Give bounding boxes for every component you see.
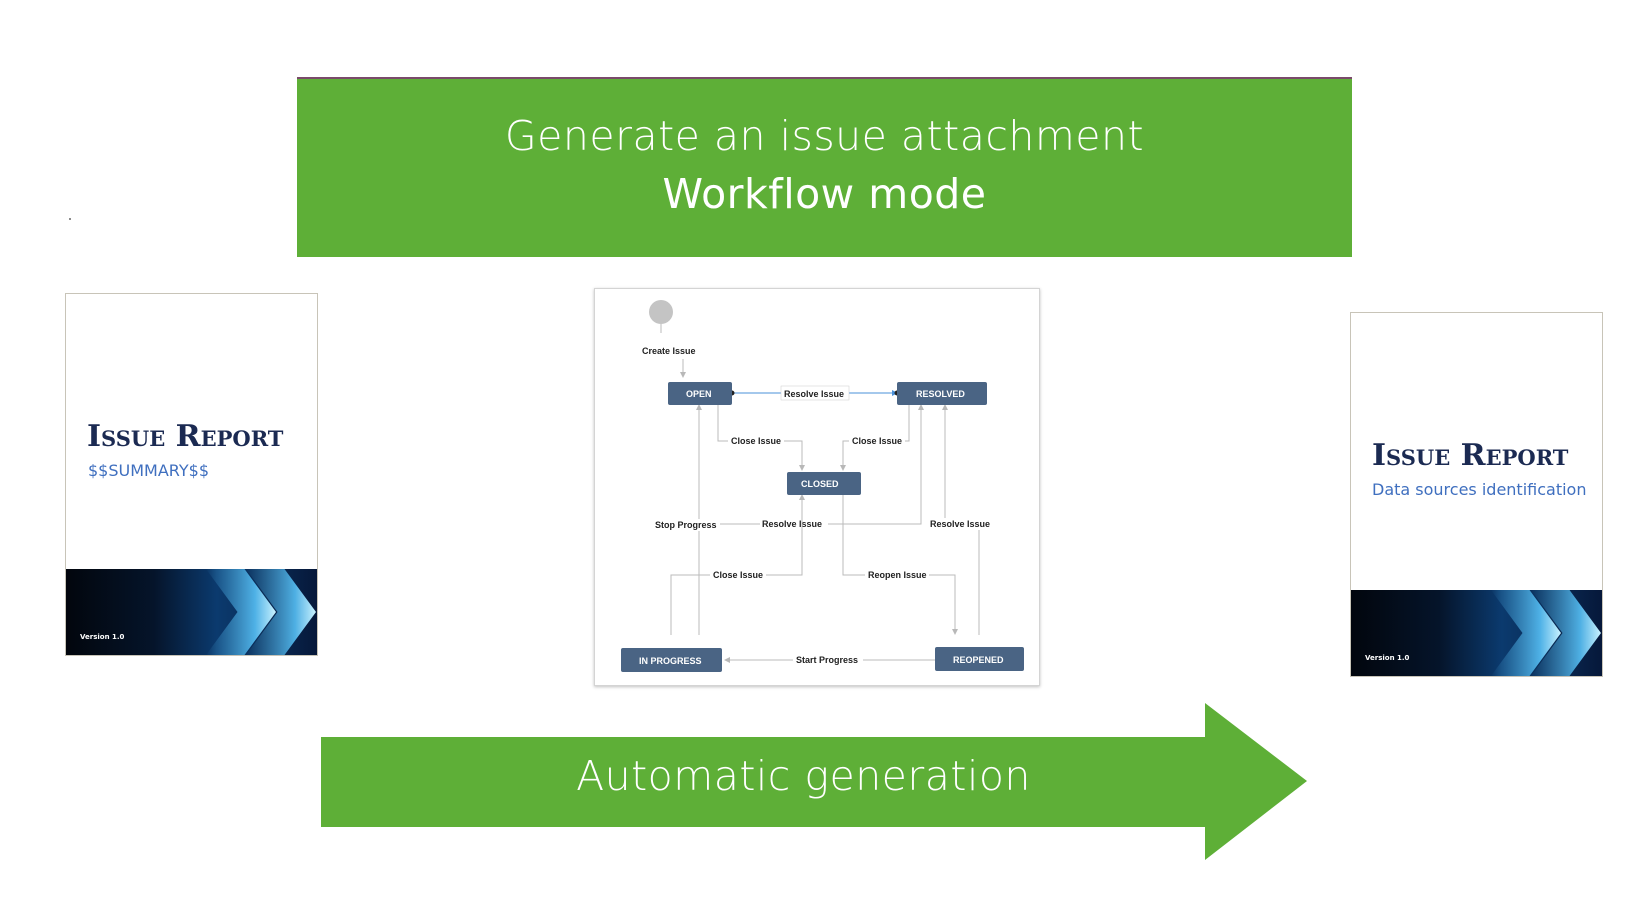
edge-label-bg bbox=[849, 435, 905, 447]
edge-label-close-right: Close Issue bbox=[852, 436, 902, 446]
workflow-diagram: Create Issue Resolve Issue Close Issue C… bbox=[594, 288, 1040, 686]
state-label-closed: CLOSED bbox=[801, 479, 839, 489]
cover-subtitle: Data sources identification bbox=[1372, 480, 1587, 499]
workflow-svg: Create Issue Resolve Issue Close Issue C… bbox=[621, 300, 1024, 672]
cover-subtitle: $$SUMMARY$$ bbox=[88, 461, 210, 480]
cover-footer-band: Version 1.0 bbox=[1351, 590, 1602, 676]
state-label-in-progress: IN PROGRESS bbox=[639, 656, 702, 666]
edge-label-bg bbox=[865, 569, 929, 581]
edge-reopen bbox=[842, 495, 958, 635]
edge-resolve-mid bbox=[720, 404, 924, 525]
edge-label-bg bbox=[728, 435, 784, 447]
edge-label-box bbox=[780, 385, 850, 401]
generated-report-cover: Issue Report Data sources identification… bbox=[1350, 312, 1603, 677]
cover-version: Version 1.0 bbox=[80, 633, 125, 641]
header-banner: Generate an issue attachment Workflow mo… bbox=[297, 77, 1352, 257]
cover-footer-band: Version 1.0 bbox=[66, 569, 317, 655]
generation-arrow bbox=[321, 703, 1307, 860]
edge-label-bg bbox=[928, 518, 996, 530]
state-in-progress bbox=[621, 648, 722, 672]
edge-label-bg bbox=[710, 569, 766, 581]
edge-label-close-bottom: Close Issue bbox=[713, 570, 763, 580]
template-report-cover: Issue Report $$SUMMARY$$ Version 1.0 bbox=[65, 293, 318, 656]
edge-label-stop-progress: Stop Progress bbox=[655, 520, 717, 530]
state-label-open: OPEN bbox=[686, 389, 712, 399]
edge-label-resolve-mid: Resolve Issue bbox=[762, 519, 822, 529]
arrow-label: Automatic generation bbox=[576, 752, 1031, 800]
cover-title: Issue Report bbox=[1372, 438, 1569, 473]
state-open bbox=[668, 382, 732, 405]
state-reopened bbox=[935, 647, 1024, 671]
state-closed bbox=[787, 472, 861, 495]
edge-label-bg bbox=[760, 518, 828, 530]
banner-subtitle: Workflow mode bbox=[662, 170, 987, 218]
edge-label-reopen: Reopen Issue bbox=[868, 570, 927, 580]
cover-version: Version 1.0 bbox=[1365, 654, 1410, 662]
cover-title: Issue Report bbox=[87, 419, 284, 454]
banner-title: Generate an issue attachment bbox=[504, 112, 1145, 160]
edge-label-bg bbox=[793, 654, 863, 666]
edge-label-create: Create Issue bbox=[642, 346, 696, 356]
arrow-shape bbox=[321, 703, 1307, 860]
state-label-resolved: RESOLVED bbox=[916, 389, 965, 399]
edge-label-close-left: Close Issue bbox=[731, 436, 781, 446]
edge-label-start-progress: Start Progress bbox=[796, 655, 858, 665]
start-node bbox=[649, 300, 673, 324]
edge-label-resolve-right: Resolve Issue bbox=[930, 519, 990, 529]
edge-close-bottom bbox=[670, 494, 805, 635]
stray-dot bbox=[69, 218, 71, 220]
edge-label-resolve-top: Resolve Issue bbox=[784, 389, 844, 399]
edge-label-bg bbox=[653, 519, 721, 531]
state-resolved bbox=[897, 382, 987, 405]
state-label-reopened: REOPENED bbox=[953, 655, 1004, 665]
